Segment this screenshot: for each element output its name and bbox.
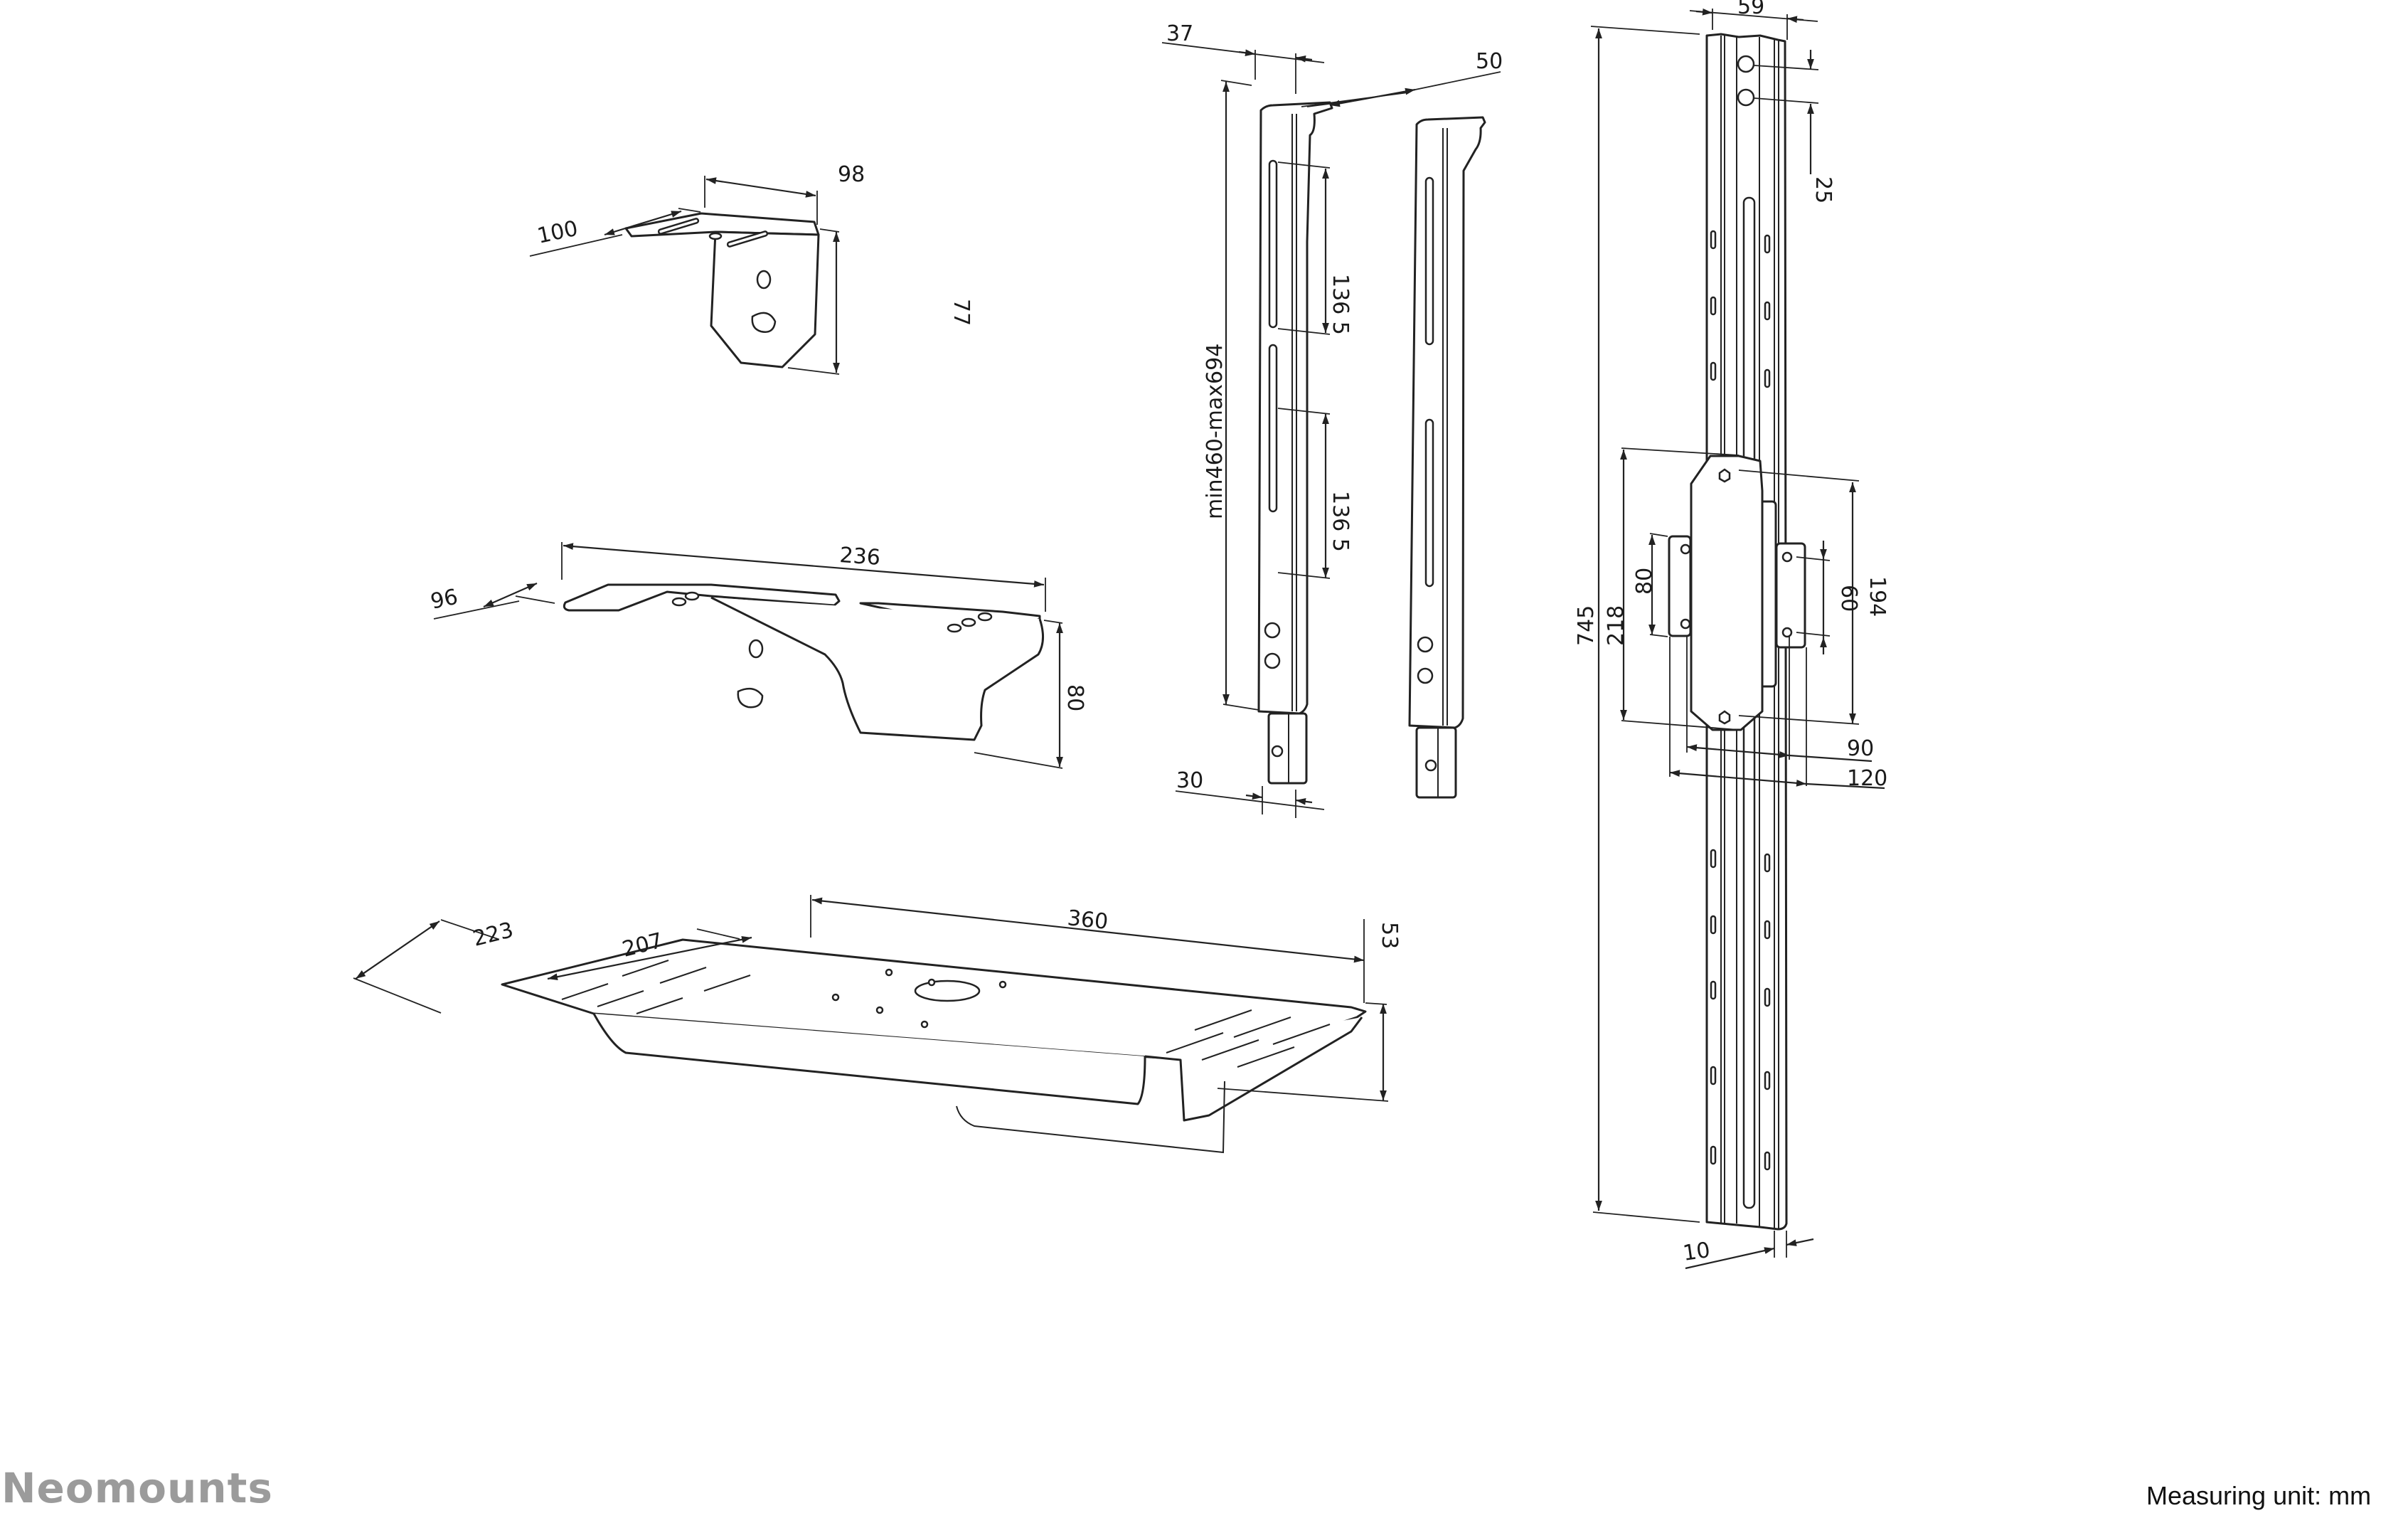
- dim-column-bolt-spacing: 25: [1811, 176, 1836, 203]
- measuring-unit-label: Measuring unit: mm: [2146, 1481, 2372, 1510]
- dim-column-width: 59: [1737, 0, 1764, 19]
- dim-medium-bracket-depth: 96: [428, 585, 460, 615]
- extension-arm-dims: [1161, 42, 1501, 818]
- dim-column-outer-plate-width: 120: [1847, 766, 1887, 791]
- dim-column-total-height: 745: [1574, 605, 1599, 646]
- dim-arm-slot-lower: 136 5: [1328, 491, 1353, 552]
- dim-shelf-width: 360: [1066, 906, 1109, 935]
- brand-logo: Neomounts: [1, 1464, 273, 1512]
- dim-arm-slot-upper: 136 5: [1328, 274, 1353, 335]
- dim-small-bracket-width: 98: [838, 162, 865, 187]
- shelf-plate: [353, 895, 1389, 1154]
- extension-arm-left: [1257, 101, 1333, 785]
- dim-column-plate-height: 218: [1604, 605, 1629, 646]
- small-bracket: [529, 176, 840, 375]
- column-side-slots: [1710, 230, 1771, 1171]
- dim-shelf-height: 53: [1377, 922, 1402, 949]
- extension-arm-right: [1408, 116, 1486, 799]
- dim-arm-top-width: 37: [1166, 21, 1193, 46]
- dim-medium-bracket-width: 236: [838, 543, 881, 570]
- dim-medium-bracket-height: 80: [1062, 684, 1087, 711]
- dim-small-bracket-height: 77: [949, 299, 974, 326]
- dim-column-inner-hole-width: 90: [1847, 736, 1874, 761]
- dim-column-left-hole-spacing: 80: [1632, 568, 1657, 595]
- dim-arm-side-depth: 50: [1476, 49, 1503, 74]
- dim-small-bracket-depth: 100: [535, 216, 580, 249]
- column-dims: [1590, 8, 1885, 1270]
- dim-column-right-hole-spacing: 60: [1836, 585, 1861, 612]
- dim-shelf-depth-outer: 223: [470, 918, 516, 952]
- column-mount-plate: [1668, 455, 1806, 731]
- dim-column-flange-depth: 10: [1681, 1238, 1712, 1266]
- medium-bracket: [433, 542, 1063, 769]
- dim-column-plate-bolt-spacing: 194: [1865, 576, 1890, 617]
- dim-arm-bottom-width: 30: [1176, 768, 1203, 793]
- dim-arm-length-range: min460-max694: [1203, 344, 1227, 519]
